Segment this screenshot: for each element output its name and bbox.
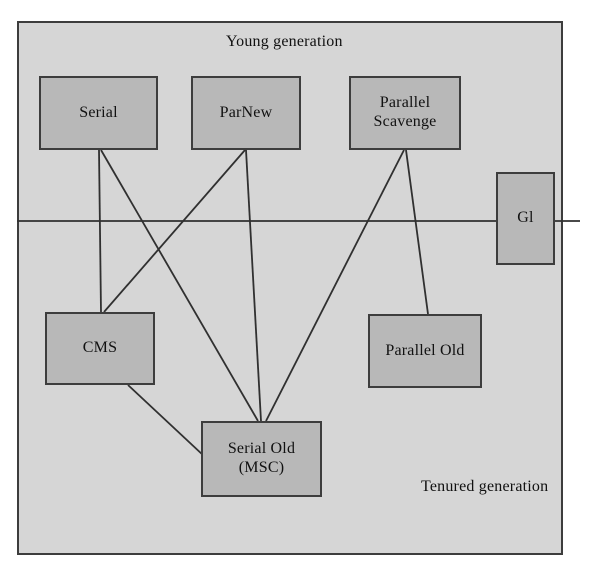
collector-node-label: Gl (517, 209, 534, 227)
collector-node-parallel-old[interactable]: Parallel Old (368, 314, 482, 388)
collector-node-label: Serial (79, 103, 118, 121)
collector-node-label: ParNew (219, 103, 273, 121)
collector-node-label: Parallel Old (385, 341, 465, 359)
collector-node-serial-old[interactable]: Serial Old(MSC) (201, 421, 322, 497)
collector-node-parnew[interactable]: ParNew (191, 76, 301, 150)
collector-node-g1[interactable]: Gl (496, 172, 555, 265)
collector-node-label: Serial Old(MSC) (227, 440, 296, 476)
young-generation-caption: Young generation (226, 33, 343, 50)
collector-node-label: CMS (82, 339, 118, 357)
collector-node-cms[interactable]: CMS (45, 312, 155, 385)
collector-node-serial[interactable]: Serial (39, 76, 158, 150)
tenured-generation-caption: Tenured generation (421, 478, 549, 495)
